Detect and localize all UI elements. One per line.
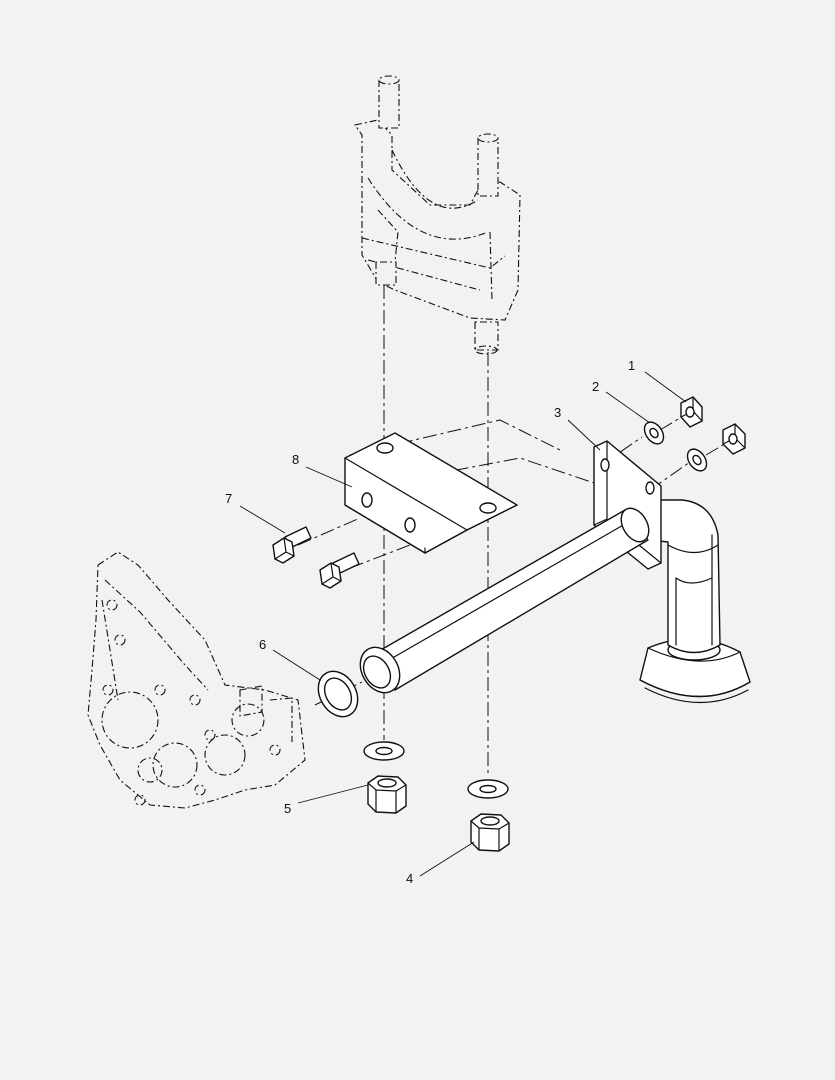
leader-lines — [239, 371, 687, 877]
bolt-part-7-a — [272, 526, 312, 564]
callout-labels: 1 2 3 4 5 6 7 8 — [225, 358, 635, 886]
suction-pipe-part-3 — [359, 440, 751, 704]
callout-6: 6 — [259, 637, 266, 652]
bracket-part-8 — [344, 432, 518, 554]
callout-4: 4 — [406, 871, 413, 886]
washer-lower-right — [467, 779, 509, 799]
upper-support-phantom — [354, 75, 521, 355]
nut-part-5 — [367, 775, 407, 814]
callout-3: 3 — [554, 405, 561, 420]
nut-part-1-b — [722, 423, 746, 455]
washer-lower-left — [363, 741, 405, 761]
callout-5: 5 — [284, 801, 291, 816]
bolt-part-7-b — [319, 552, 360, 589]
washer-part-2-a — [643, 421, 665, 445]
nut-part-1-a — [680, 396, 703, 428]
callout-8: 8 — [292, 452, 299, 467]
o-ring-part-6 — [317, 670, 359, 718]
callout-2: 2 — [592, 379, 599, 394]
engine-housing-phantom — [87, 551, 306, 809]
callout-1: 1 — [628, 358, 635, 373]
washer-part-2-b — [686, 448, 708, 472]
callout-7: 7 — [225, 491, 232, 506]
nut-part-4 — [470, 813, 510, 852]
